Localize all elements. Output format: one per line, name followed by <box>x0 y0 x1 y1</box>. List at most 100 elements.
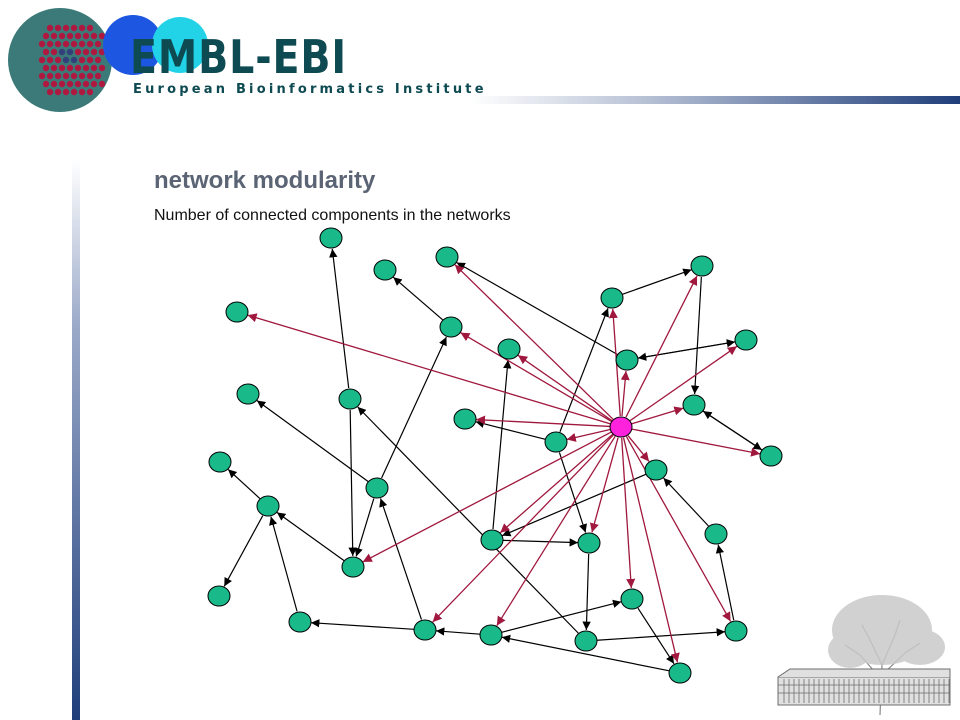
logo-dot <box>50 64 58 72</box>
network-node <box>577 532 601 554</box>
edge <box>223 515 264 587</box>
logo-dot <box>50 80 58 88</box>
network-node <box>690 255 714 277</box>
logo-dot <box>86 40 94 48</box>
logo-dot <box>74 80 82 88</box>
edge <box>715 544 735 621</box>
logo-dot <box>42 80 50 88</box>
logo-dot <box>42 32 50 40</box>
edge <box>501 599 622 633</box>
network-node <box>480 529 504 551</box>
logo-dot <box>66 80 74 88</box>
logo-dot <box>42 64 50 72</box>
logo-dot <box>94 56 102 64</box>
logo-dot <box>86 24 94 32</box>
logo-dot <box>70 40 78 48</box>
logo-dot <box>98 80 106 88</box>
logo-dot <box>66 64 74 72</box>
logo-dot <box>46 40 54 48</box>
network-node <box>365 477 389 499</box>
logo-dot <box>58 80 66 88</box>
logo-dot <box>98 64 106 72</box>
logo-dot <box>46 88 54 96</box>
logo-dot <box>78 88 86 96</box>
hub-edge <box>460 332 612 422</box>
edge <box>492 359 512 530</box>
edge <box>690 276 702 395</box>
logo-dot <box>66 48 74 56</box>
edge <box>435 627 481 636</box>
hub-edge <box>621 437 636 589</box>
logo-dot <box>90 48 98 56</box>
hub-node <box>609 416 633 438</box>
edge <box>227 468 261 500</box>
hub-edge <box>629 345 738 422</box>
network-node <box>704 523 728 545</box>
edge <box>582 553 591 631</box>
logo-dot <box>78 56 86 64</box>
edge <box>392 276 444 321</box>
edge <box>475 419 546 440</box>
logo-circles-decoration <box>103 15 208 75</box>
hub-edge <box>620 370 630 417</box>
network-node <box>644 459 668 481</box>
logo-dot <box>54 56 62 64</box>
logo-dot <box>62 24 70 32</box>
logo-name: EMBL-EBI <box>130 30 347 84</box>
edge <box>357 406 579 634</box>
edge <box>269 516 298 612</box>
logo-dot <box>42 48 50 56</box>
logo-dot <box>74 64 82 72</box>
logo-dot <box>78 40 86 48</box>
hub-edge <box>625 436 732 622</box>
hub-edge <box>475 415 611 428</box>
hub-edge <box>454 264 614 420</box>
network-node <box>338 388 362 410</box>
logo-dot <box>50 32 58 40</box>
hub-edge <box>566 428 611 442</box>
logo-dot <box>70 24 78 32</box>
network-node <box>208 451 232 473</box>
hub-edge <box>627 435 650 462</box>
logo-dot <box>54 24 62 32</box>
logo-dot <box>58 64 66 72</box>
logo-dot <box>78 72 86 80</box>
hub-edge <box>631 428 761 457</box>
logo-dot <box>90 80 98 88</box>
network-node <box>341 556 365 578</box>
edge <box>381 336 447 479</box>
logo-dot <box>38 56 46 64</box>
logo-dot <box>50 48 58 56</box>
hub-edge <box>625 275 698 418</box>
network-node <box>600 287 624 309</box>
network-node <box>439 316 463 338</box>
page-title: network modularity <box>154 167 376 194</box>
network-node <box>497 338 521 360</box>
logo-subtitle: European Bioinformatics Institute <box>133 82 487 97</box>
logo-dot <box>38 40 46 48</box>
edge <box>276 511 345 562</box>
edge <box>348 409 357 557</box>
network-node <box>724 620 748 642</box>
logo-dot <box>82 80 90 88</box>
network-node <box>574 630 598 652</box>
network-node <box>236 383 260 405</box>
logo-dot <box>74 32 82 40</box>
logo-dot <box>54 40 62 48</box>
edge <box>501 634 670 672</box>
hub-edge <box>247 313 611 425</box>
logo-dot <box>74 48 82 56</box>
logo-dot <box>66 32 74 40</box>
logo-dot <box>86 72 94 80</box>
hub-edge <box>496 435 616 627</box>
edge <box>637 341 736 361</box>
network-node <box>207 585 231 607</box>
logo-dot <box>94 40 102 48</box>
hub-edge <box>362 431 612 563</box>
embl-ebi-logo-icon <box>8 8 130 112</box>
hub-edge <box>631 406 684 425</box>
logo-dot <box>86 56 94 64</box>
logo-dot <box>78 24 86 32</box>
hub-edge <box>432 434 614 623</box>
logo-dot <box>62 72 70 80</box>
